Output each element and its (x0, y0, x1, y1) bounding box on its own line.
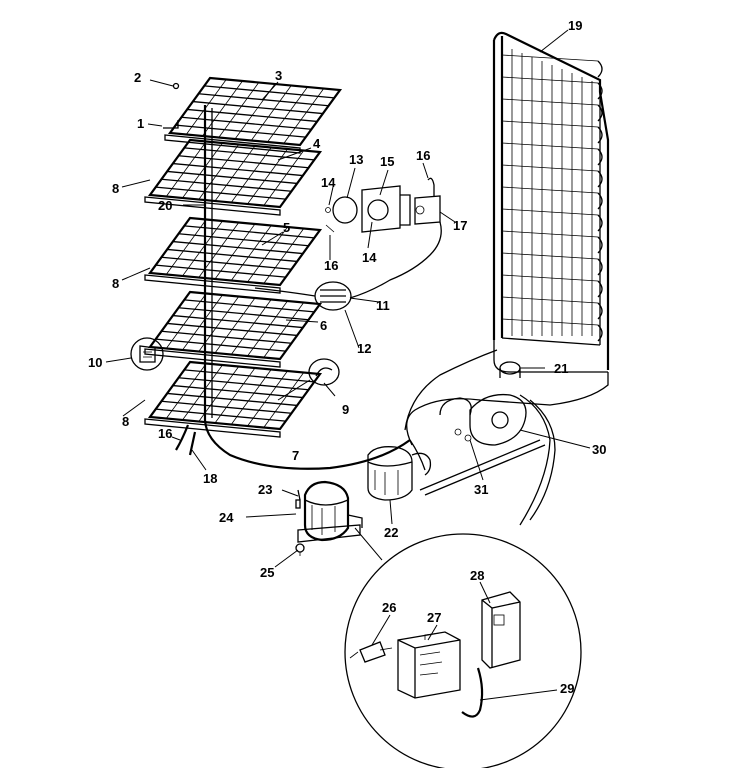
small-clips (163, 82, 197, 456)
callout-26: 26 (382, 600, 396, 615)
condenser-bend (597, 258, 603, 276)
drain-tube-component (499, 361, 521, 378)
callout-14a: 14 (321, 175, 336, 190)
thermostat-timer-group (325, 177, 442, 299)
condenser-fan-assembly (439, 393, 527, 446)
leader-lines (105, 29, 591, 701)
condenser-wire (501, 274, 599, 282)
callout-15: 15 (380, 154, 394, 169)
condenser-bend (597, 214, 603, 232)
callout-22: 22 (384, 525, 398, 540)
callout-11: 11 (376, 298, 390, 313)
condenser-bend (597, 82, 603, 100)
callout-23: 23 (258, 482, 272, 497)
defrost-heater-part (130, 337, 340, 401)
callout-31: 31 (474, 482, 488, 497)
callout-21: 21 (554, 361, 568, 376)
callout-28: 28 (470, 568, 484, 583)
connecting-tubing (404, 349, 609, 526)
callout-7: 7 (292, 448, 299, 463)
condenser-wire (501, 98, 599, 106)
callout-2: 2 (134, 70, 141, 85)
condenser-wire (501, 120, 599, 128)
callout-16b: 16 (324, 258, 338, 273)
callout-16a: 16 (416, 148, 430, 163)
callout-10: 10 (88, 355, 102, 370)
callout-19: 19 (568, 18, 582, 33)
condenser-bend (597, 280, 603, 298)
condenser-bend (597, 148, 603, 166)
evaporator-riser-tube (203, 105, 411, 470)
condenser-wire (501, 186, 599, 194)
evaporator-shelf-coil (144, 360, 323, 438)
condenser-wire (501, 252, 599, 260)
condenser-bend (597, 60, 603, 78)
evaporator-fan-bracket (254, 281, 352, 311)
callout-12: 12 (357, 341, 371, 356)
callout-3: 3 (275, 68, 282, 83)
callout-17: 17 (453, 218, 467, 233)
condenser-wire (501, 208, 599, 216)
condenser-wire (501, 76, 599, 84)
callout-8a: 8 (112, 181, 119, 196)
condenser-coil (492, 31, 610, 373)
evaporator-shelf-coil (144, 290, 323, 368)
callout-24: 24 (219, 510, 234, 525)
callout-6: 6 (320, 318, 327, 333)
condenser-wire (501, 164, 599, 172)
callout-20: 20 (158, 198, 172, 213)
callout-8c: 8 (122, 414, 129, 429)
callout-5: 5 (283, 220, 290, 235)
callout-18: 18 (203, 471, 217, 486)
condenser-bend (597, 126, 603, 144)
condenser-bend (597, 170, 603, 188)
condenser-wire (501, 318, 599, 326)
electrical-detail-circle (344, 527, 582, 768)
condenser-bend (597, 104, 603, 122)
condenser-wire (501, 142, 599, 150)
callout-27: 27 (427, 610, 441, 625)
condenser-wire (501, 230, 599, 238)
condenser-bend (597, 302, 603, 320)
condenser-bend (597, 236, 603, 254)
callout-30: 30 (592, 442, 606, 457)
callout-25: 25 (260, 565, 274, 580)
evaporator-shelf-coil (144, 138, 323, 216)
callout-16c: 16 (158, 426, 172, 441)
callout-14b: 14 (362, 250, 377, 265)
callout-1: 1 (137, 116, 144, 131)
condenser-wire (501, 296, 599, 304)
condenser-bend (597, 324, 603, 342)
filter-dryer (367, 446, 432, 501)
callout-labels: 1 2 3 4 5 6 7 8 8 8 9 10 11 12 13 14 14 … (88, 18, 606, 696)
callout-9: 9 (342, 402, 349, 417)
callout-13: 13 (349, 152, 363, 167)
compressor (295, 480, 363, 556)
condenser-bend (597, 192, 603, 210)
callout-8b: 8 (112, 276, 119, 291)
condenser-wire (501, 54, 599, 62)
callout-29: 29 (560, 681, 574, 696)
callout-4: 4 (313, 136, 321, 151)
evaporator-shelf-coil (144, 216, 323, 294)
evaporator-shelf-stack (144, 76, 343, 438)
